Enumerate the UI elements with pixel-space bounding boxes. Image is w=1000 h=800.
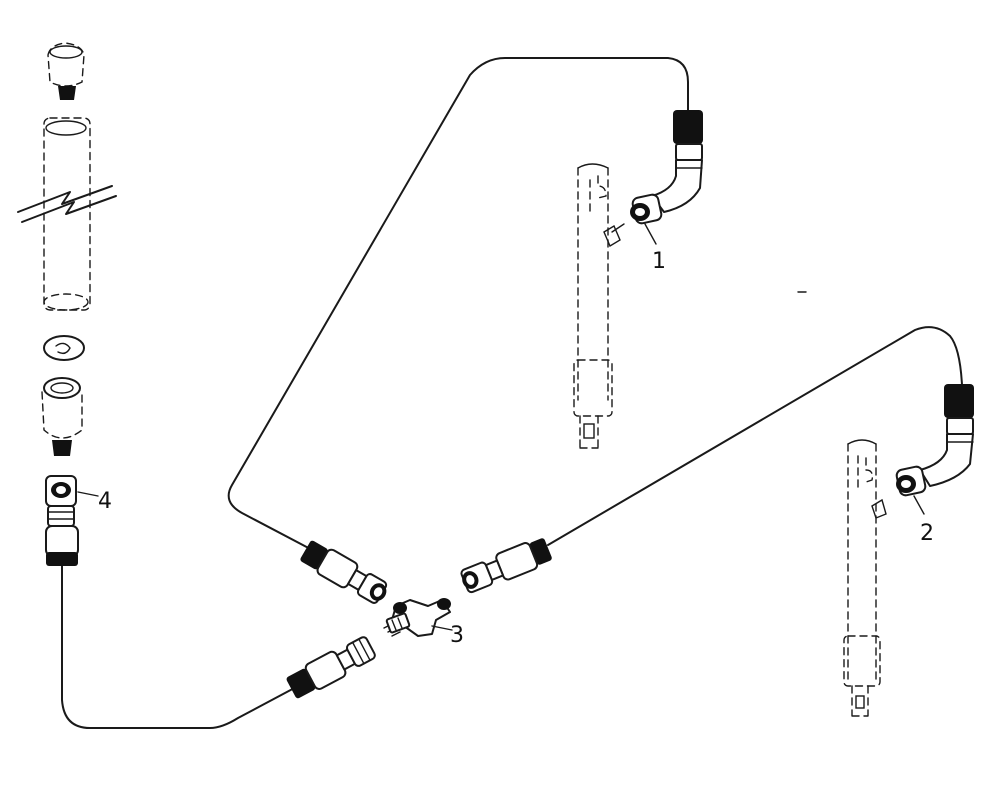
injector-2-return-nipple	[871, 498, 887, 519]
callout-leader-1	[644, 223, 657, 245]
hose-end-right	[460, 538, 552, 594]
hose-end-upper-left	[300, 540, 388, 604]
fuel-lines	[61, 57, 963, 729]
callout-leader-4	[77, 491, 99, 497]
callout-leader-3	[431, 625, 453, 631]
injector-1-return-nipple	[603, 224, 621, 248]
fuel-line-to-injector-2	[547, 326, 963, 546]
tube-break-mark	[17, 185, 113, 213]
injector-1	[573, 163, 621, 449]
elbow-fitting-2	[895, 384, 974, 515]
callout-1: 1	[652, 249, 666, 274]
filter-cap	[47, 42, 85, 87]
tee-fitting-3	[383, 598, 453, 637]
injector-2	[843, 439, 887, 717]
hose-end-lower-left	[286, 636, 376, 699]
filter-seal-ring	[43, 335, 85, 361]
callout-2: 2	[920, 521, 934, 546]
elbow-fitting-1	[611, 110, 703, 245]
fuel-line-to-injector-1	[227, 57, 689, 554]
callout-leader-2	[913, 495, 925, 515]
callout-3: 3	[450, 623, 464, 648]
callout-4: 4	[98, 489, 112, 514]
filter-assembly	[17, 42, 117, 566]
fuel-line-from-filter	[61, 564, 301, 729]
